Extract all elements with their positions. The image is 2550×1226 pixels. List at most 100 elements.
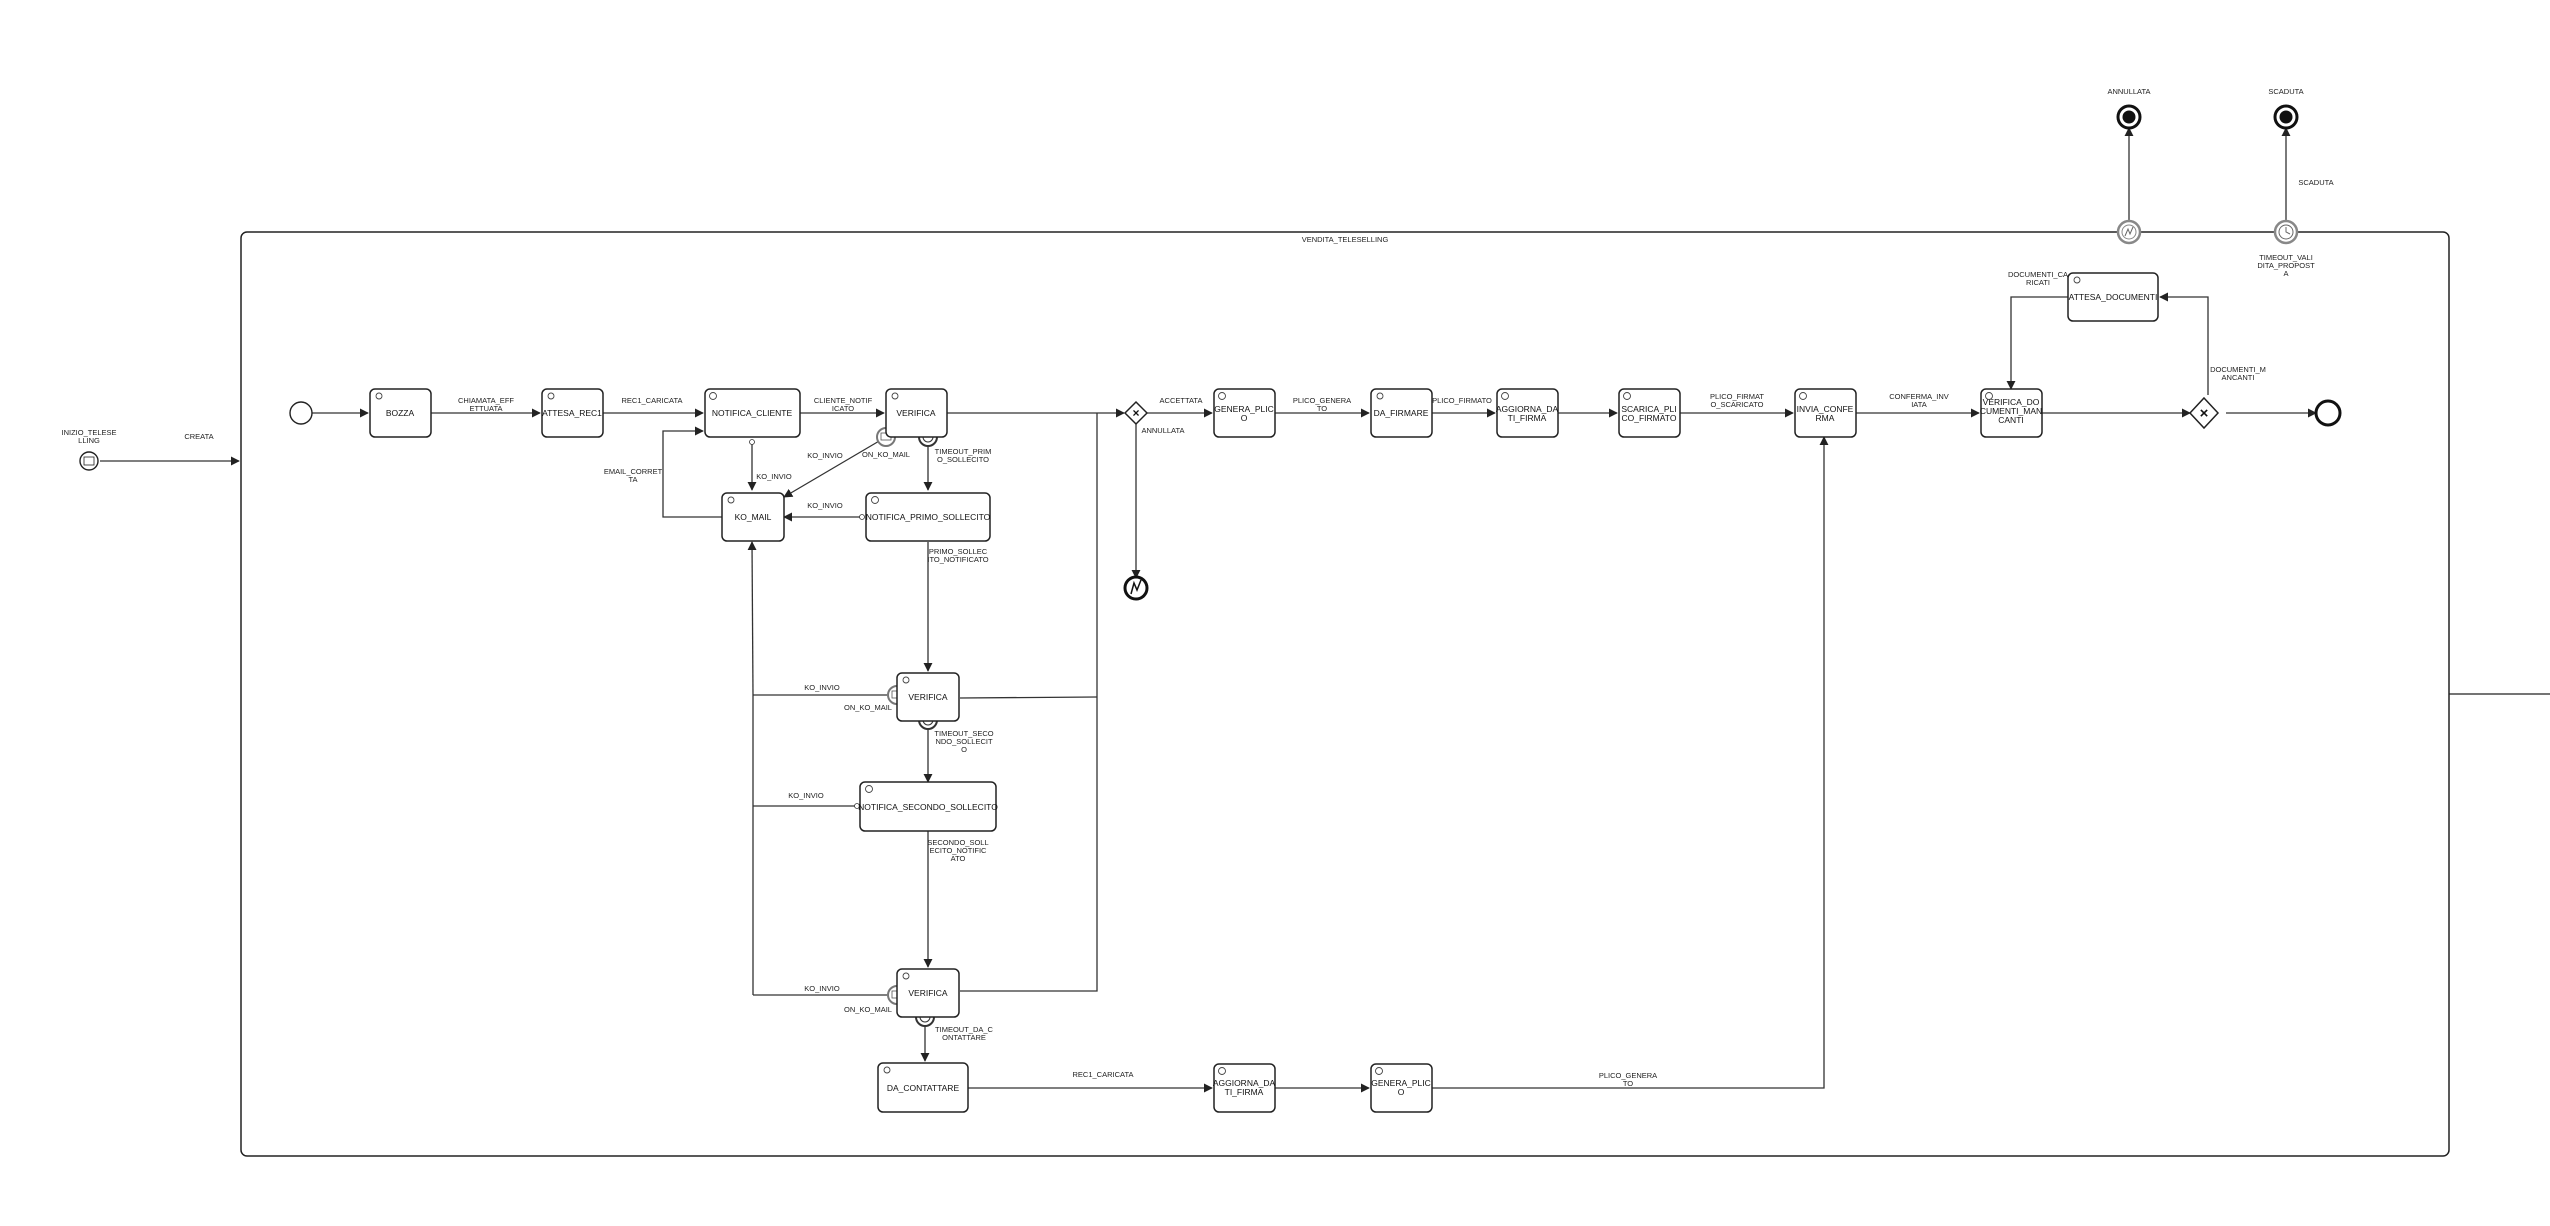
task-label: DA_FIRMARE (1374, 408, 1429, 418)
task-bozza[interactable]: BOZZA (369, 388, 432, 438)
message-icon (83, 456, 95, 466)
exclusive-gateway-accettata[interactable]: × (1123, 400, 1149, 426)
task-label: ATTESA_REC1 (542, 408, 602, 418)
task-attesa-rec1[interactable]: ATTESA_REC1 (541, 388, 604, 438)
boundary-event-annullata[interactable] (2116, 219, 2142, 245)
boundary-event-timeout-validita[interactable] (2273, 219, 2299, 245)
start-event[interactable] (289, 401, 313, 425)
end-event-error[interactable] (1123, 575, 1149, 601)
label-plico-firmato: PLICO_FIRMATO (1432, 396, 1492, 405)
service-task-icon (709, 392, 1993, 1075)
task-verifica-1[interactable]: VERIFICA (885, 388, 948, 438)
flow-documenti-caricati (2006, 296, 2068, 390)
flow-email-corretta (662, 426, 722, 518)
task-label: NOTIFICA_PRIMO_SOLLECITO (866, 512, 991, 522)
end-event-scaduta[interactable] (2273, 104, 2299, 130)
label-ko-invio-4: KO_INVIO (804, 683, 840, 692)
task-da-contattare[interactable]: DA_CONTATTARE (877, 1062, 969, 1113)
start-event-inizio-teleselling[interactable] (79, 451, 99, 471)
task-label: DA_CONTATTARE (887, 1083, 960, 1093)
user-task-icon (375, 276, 2081, 1074)
signal-icon (2124, 226, 2134, 237)
task-da-firmare[interactable]: DA_FIRMARE (1370, 388, 1433, 438)
task-verifica-2[interactable]: VERIFICA (896, 672, 960, 722)
flow-documenti-mancanti (2159, 292, 2209, 395)
task-attesa-documenti[interactable]: ATTESA_DOCUMENTI (2067, 272, 2159, 322)
label-on-ko-mail-1: ON_KO_MAIL (862, 450, 910, 459)
label-on-ko-mail-3: ON_KO_MAIL (844, 1005, 892, 1014)
label-ko-invio-2: KO_INVIO (807, 451, 843, 460)
task-label: NOTIFICA_CLIENTE (712, 408, 793, 418)
svg-text:×: × (1132, 406, 1139, 420)
label-end-annullata: ANNULLATA (2107, 87, 2150, 96)
boundary-ko-notifica-cliente (749, 439, 755, 445)
task-label: KO_MAIL (735, 512, 772, 522)
task-notifica-primo-sollecito[interactable]: NOTIFICA_PRIMO_SOLLECITO (865, 492, 991, 542)
label-ko-invio-6: KO_INVIO (804, 984, 840, 993)
label-on-ko-mail-2: ON_KO_MAIL (844, 703, 892, 712)
label-accettata: ACCETTATA (1160, 396, 1203, 405)
subprocess-title: VENDITA_TELESELLING (1302, 235, 1389, 244)
svg-text:×: × (2200, 405, 2209, 422)
task-label: BOZZA (386, 408, 415, 418)
task-label: ATTESA_DOCUMENTI (2069, 292, 2158, 302)
task-notifica-secondo-sollecito[interactable]: NOTIFICA_SECONDO_SOLLECITO (858, 781, 998, 832)
task-verifica-3[interactable]: VERIFICA (896, 968, 960, 1018)
sequence-flows (100, 127, 2317, 1093)
end-event[interactable] (2314, 399, 2342, 427)
task-notifica-cliente[interactable]: NOTIFICA_CLIENTE (704, 388, 801, 438)
task-label: VERIFICA (908, 988, 948, 998)
label-creata: CREATA (184, 432, 213, 441)
end-event-annullata[interactable] (2116, 104, 2142, 130)
clock-icon (2278, 224, 2294, 240)
flow-ko-back (747, 541, 757, 696)
label-scaduta: SCADUTA (2298, 178, 2333, 187)
task-label: VERIFICA (896, 408, 936, 418)
label-end-scaduta: SCADUTA (2268, 87, 2303, 96)
label-ko-invio-3: KO_INVIO (807, 501, 843, 510)
subprocess-vendita-teleselling[interactable]: VENDITA_TELESELLING (240, 231, 2450, 1157)
label-rec1-caricata: REC1_CARICATA (622, 396, 683, 405)
task-label: NOTIFICA_SECONDO_SOLLECITO (858, 802, 998, 812)
exclusive-gateway-documenti[interactable]: × (2188, 396, 2220, 430)
task-ko-mail[interactable]: KO_MAIL (721, 492, 785, 542)
task-label: VERIFICA (908, 692, 948, 702)
label-ko-invio-5: KO_INVIO (788, 791, 824, 800)
label-annullata: ANNULLATA (1141, 426, 1184, 435)
label-rec1-caricata-2: REC1_CARICATA (1073, 1070, 1134, 1079)
lightning-icon (1130, 579, 1142, 595)
boundary-ko-primo-sollecito (859, 514, 865, 520)
flow-verifica3-join (960, 413, 1098, 992)
flow-on-ko-mail-1 (783, 436, 887, 498)
